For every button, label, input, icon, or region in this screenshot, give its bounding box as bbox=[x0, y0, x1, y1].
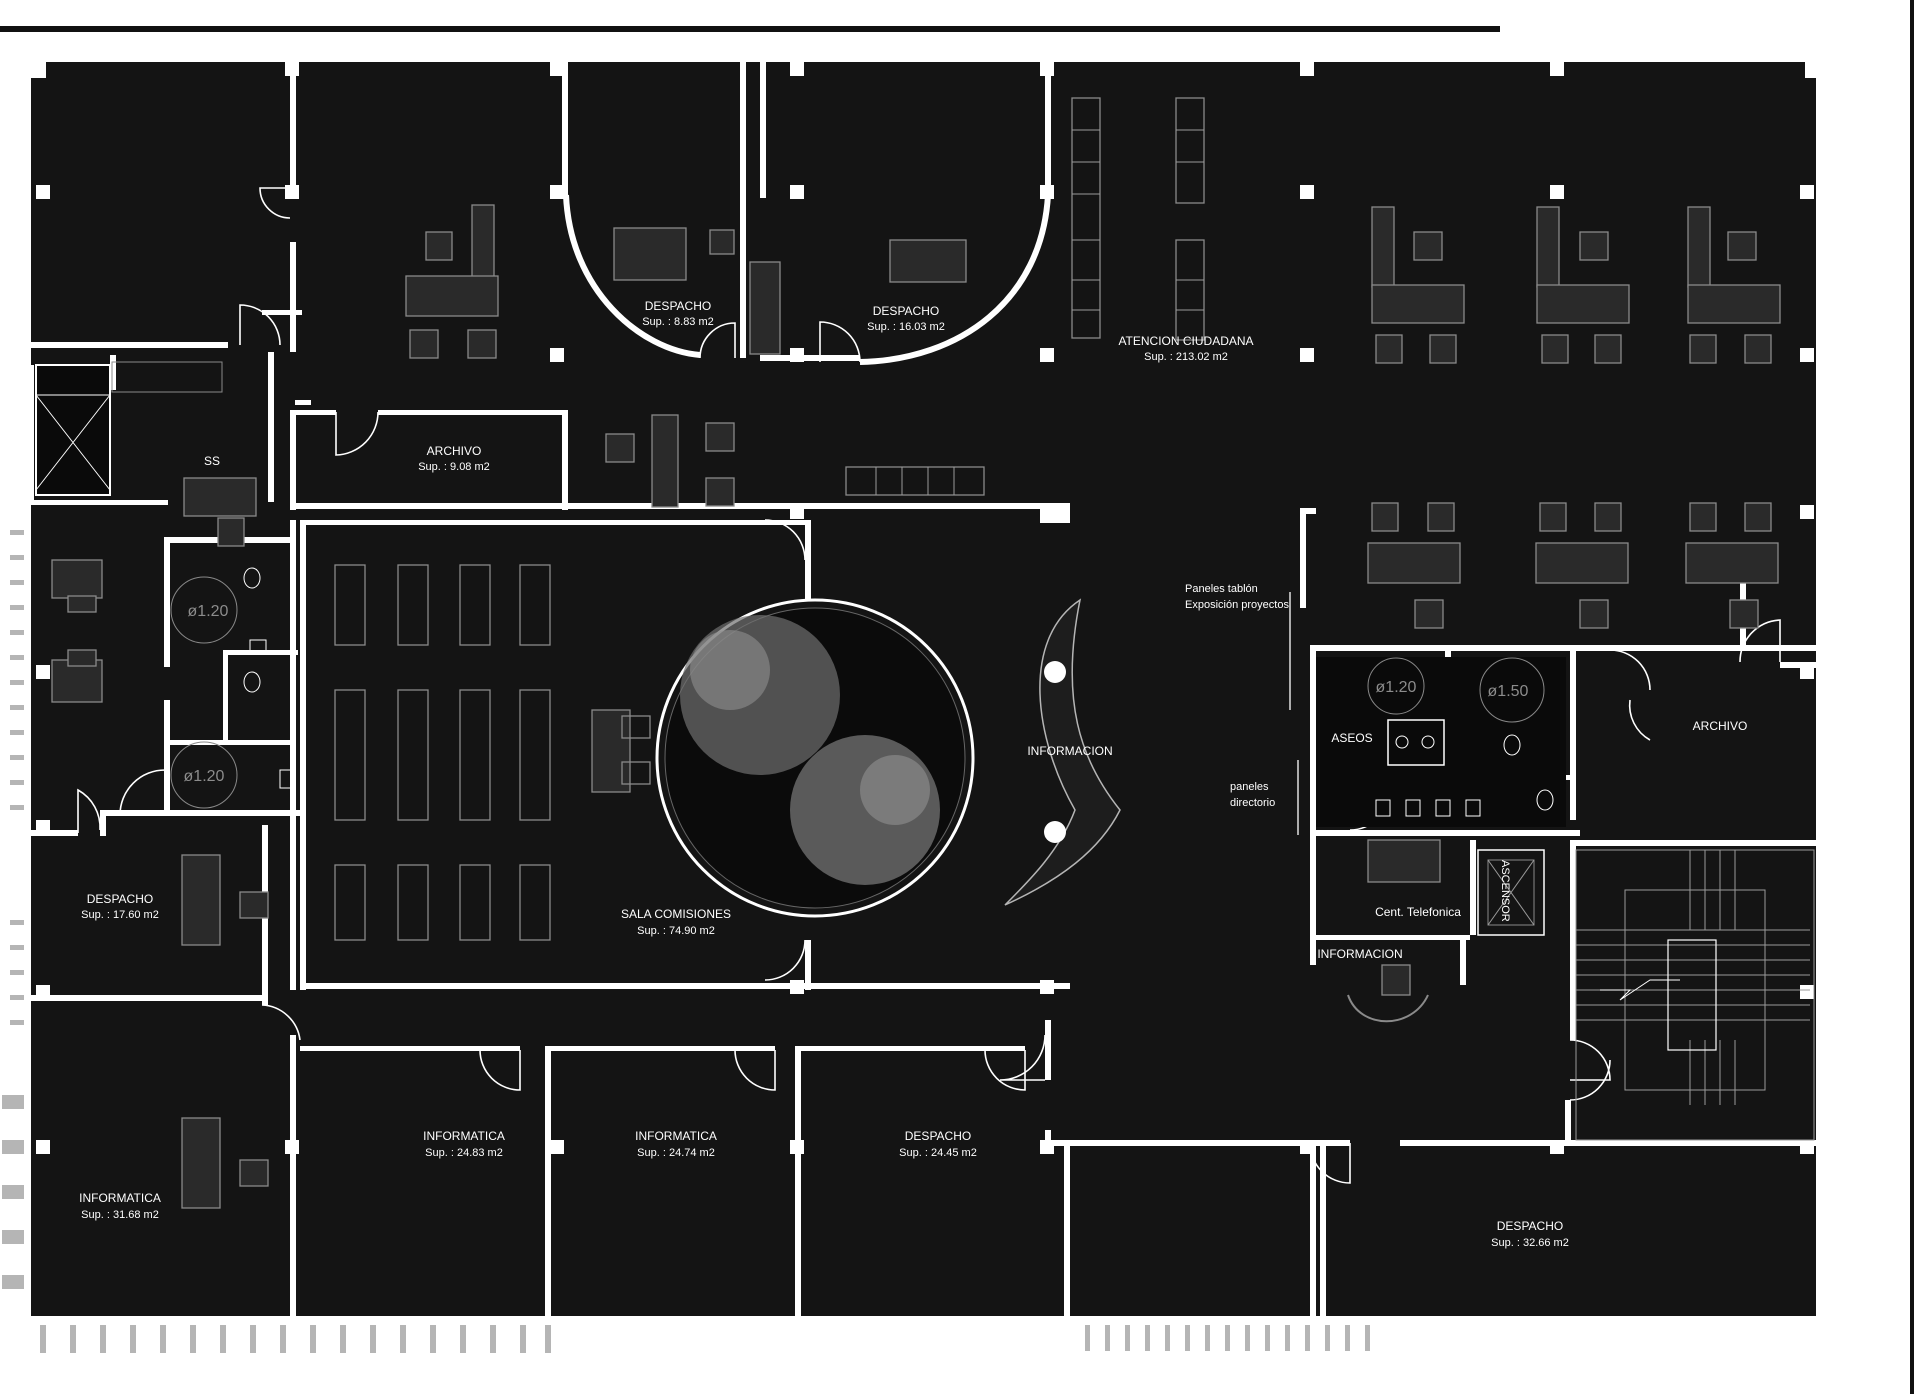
arched-wall-despacho-left bbox=[563, 194, 701, 358]
room-name-informatica-1: INFORMATICA bbox=[423, 1129, 505, 1143]
annotation-paneles: paneles bbox=[1230, 781, 1269, 793]
room-area-despacho-arc-right: Sup. : 16.03 m2 bbox=[867, 321, 945, 333]
annotation-paneles-tablon: Paneles tablón bbox=[1185, 583, 1258, 595]
room-area-despacho-arc-left: Sup. : 8.83 m2 bbox=[642, 316, 714, 328]
exterior-walls bbox=[24, 55, 1824, 1322]
turning-circle-1 bbox=[1367, 657, 1425, 715]
office-furniture bbox=[51, 204, 1441, 1209]
room-name-atencion: ATENCION CIUDADANA bbox=[1118, 334, 1253, 348]
bottom-facade-ticks bbox=[40, 1325, 1370, 1353]
turning-circle-label-2: ø1.20 bbox=[184, 768, 225, 785]
room-area-despacho-bottom-mid: Sup. : 24.45 m2 bbox=[899, 1147, 977, 1159]
room-name-despacho-bottom-mid: DESPACHO bbox=[905, 1129, 971, 1143]
room-area-archivo-top: Sup. : 9.08 m2 bbox=[418, 461, 490, 473]
room-name-despacho-arc-right: DESPACHO bbox=[873, 304, 939, 318]
annotation-directorio: directorio bbox=[1230, 797, 1275, 809]
turning-circle-label-4: ø1.50 bbox=[1488, 683, 1529, 700]
annotation-exposicion: Exposición proyectos bbox=[1185, 599, 1289, 611]
atencion-furniture bbox=[605, 97, 1781, 629]
room-area-despacho-left-mid: Sup. : 17.60 m2 bbox=[81, 909, 159, 921]
room-name-informatica-2: INFORMATICA bbox=[635, 1129, 717, 1143]
information-counter bbox=[1004, 598, 1121, 906]
top-border-bar bbox=[0, 26, 1500, 32]
room-name-archivo-top: ARCHIVO bbox=[427, 444, 482, 458]
room-name-aseos: ASEOS bbox=[1331, 731, 1372, 745]
interior-walls bbox=[28, 58, 1820, 1320]
aseos-fixtures bbox=[1316, 657, 1566, 827]
room-name-ascensor: ASCENSOR bbox=[1499, 860, 1511, 922]
counter-light-top bbox=[1044, 661, 1066, 683]
room-name-despacho-arc-left: DESPACHO bbox=[645, 299, 711, 313]
arched-wall-despacho-right bbox=[859, 194, 1051, 365]
room-name-ss: SS bbox=[204, 454, 220, 468]
room-name-informacion-center: INFORMACION bbox=[1027, 744, 1112, 758]
room-name-despacho-bottom-right: DESPACHO bbox=[1497, 1219, 1563, 1233]
room-name-sala-comisiones: SALA COMISIONES bbox=[621, 907, 731, 921]
stair-diagram bbox=[1575, 849, 1815, 1141]
turning-circle-label-1: ø1.20 bbox=[188, 603, 229, 620]
right-border-bar bbox=[1910, 0, 1914, 1394]
left-aseos-fixtures bbox=[35, 361, 295, 789]
structural-columns bbox=[30, 62, 1821, 1154]
room-name-informatica-left: INFORMATICA bbox=[79, 1191, 161, 1205]
tree-courtyard bbox=[655, 598, 975, 918]
room-name-cent-telefonica: Cent. Telefonica bbox=[1375, 905, 1461, 919]
room-area-atencion: Sup. : 213.02 m2 bbox=[1144, 351, 1228, 363]
room-name-informacion-right: INFORMACION bbox=[1317, 947, 1402, 961]
room-area-sala-comisiones: Sup. : 74.90 m2 bbox=[637, 925, 715, 937]
left-facade-ticks bbox=[2, 530, 24, 1289]
turning-circle-3 bbox=[170, 576, 238, 644]
room-area-informatica-left: Sup. : 31.68 m2 bbox=[81, 1209, 159, 1221]
room-name-despacho-left-mid: DESPACHO bbox=[87, 892, 153, 906]
turning-circle-4 bbox=[170, 741, 238, 809]
counter-light-bottom bbox=[1044, 821, 1066, 843]
sala-comisiones-seating bbox=[334, 564, 651, 941]
elevator bbox=[1477, 849, 1545, 936]
room-name-archivo-right: ARCHIVO bbox=[1693, 719, 1748, 733]
turning-circle-2 bbox=[1479, 657, 1545, 723]
room-area-informatica-2: Sup. : 24.74 m2 bbox=[637, 1147, 715, 1159]
room-area-informatica-1: Sup. : 24.83 m2 bbox=[425, 1147, 503, 1159]
room-area-despacho-bottom-right: Sup. : 32.66 m2 bbox=[1491, 1237, 1569, 1249]
turning-circle-label-3: ø1.20 bbox=[1376, 679, 1417, 696]
